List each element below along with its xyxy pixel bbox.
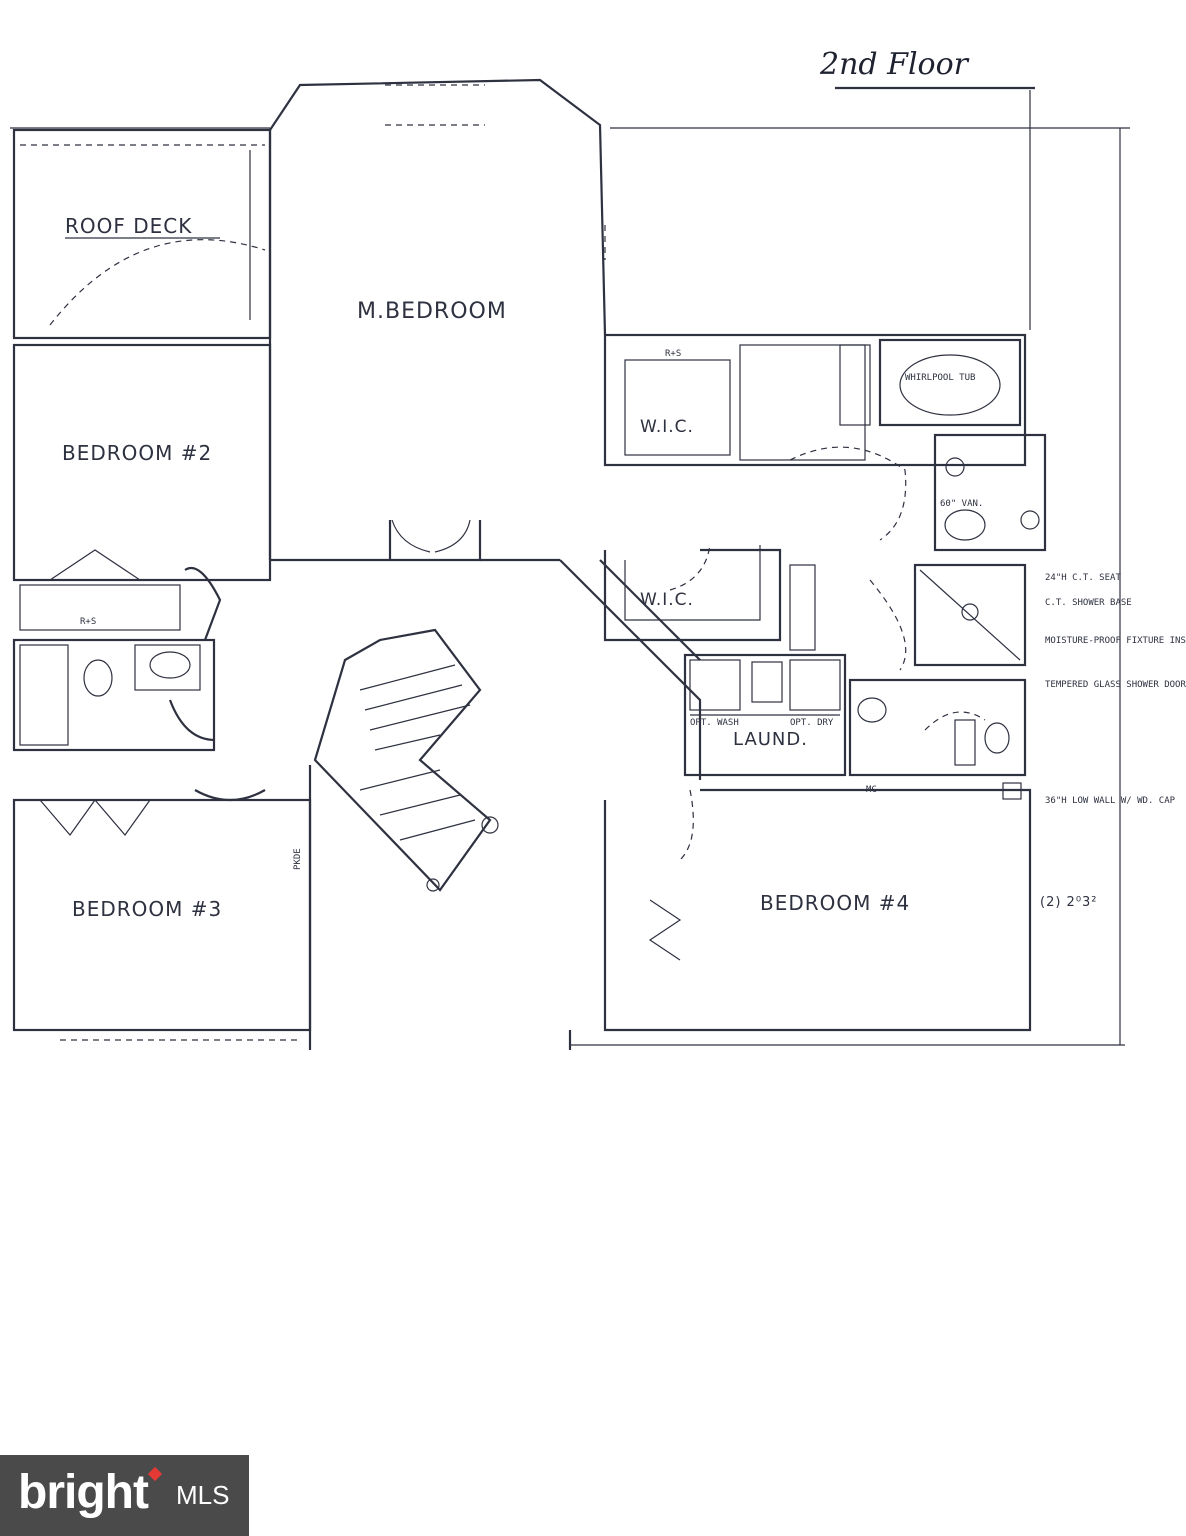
low-wall-note: 36"H LOW WALL W/ WD. CAP <box>1045 796 1176 806</box>
logo-brand-text: bright <box>18 1466 149 1519</box>
wash-note: OPT. WASH <box>690 718 739 728</box>
window-note: (2) 2⁰3² <box>1040 895 1098 910</box>
laundry-label: LAUND. <box>733 729 808 750</box>
mc-note: MC <box>866 785 877 795</box>
rs-note: R+S <box>80 617 96 627</box>
brand-logo: bright MLS <box>0 1455 249 1536</box>
dry-note: OPT. DRY <box>790 718 834 728</box>
logo-suffix-text: MLS <box>176 1480 230 1510</box>
ct-seat-note: 24"H C.T. SEAT <box>1045 573 1121 583</box>
bedroom-4-bath <box>848 678 1027 800</box>
rs-note-2: R+S <box>665 349 681 359</box>
logo-spark-icon <box>147 1466 163 1482</box>
wic-1-label: W.I.C. <box>640 417 694 437</box>
shower-room <box>789 563 1027 671</box>
pkde-note: PKDE <box>293 848 303 870</box>
roof-deck-label: ROOF DECK <box>65 214 192 238</box>
laundry-room <box>683 653 847 777</box>
bedroom-3-label: BEDROOM #3 <box>72 897 222 921</box>
plan-title: 2nd Floor <box>819 47 970 82</box>
whirlpool-note: WHIRLPOOL TUB <box>905 373 975 383</box>
bedroom-4-label: BEDROOM #4 <box>760 891 910 915</box>
bedroom-2-room <box>12 343 272 631</box>
ct-shower-note: C.T. SHOWER BASE <box>1045 598 1132 608</box>
master-bedroom-room <box>268 78 607 562</box>
wic-2-room <box>603 544 782 642</box>
stair-hall <box>168 559 702 892</box>
master-bath-complex <box>603 333 1047 552</box>
vanity-note: 60" VAN. <box>940 499 983 509</box>
tempered-note: TEMPERED GLASS SHOWER DOOR <box>1045 680 1186 690</box>
hall-bath-room <box>12 638 216 752</box>
bedroom-4-room <box>568 788 1125 1050</box>
moisture-note: MOISTURE-PROOF FIXTURE INSTALL <box>1045 636 1186 646</box>
master-bedroom-label: M.BEDROOM <box>357 299 507 324</box>
bedroom-2-label: BEDROOM #2 <box>62 441 212 465</box>
bedroom-3-room <box>12 765 312 1050</box>
wic-2-label: W.I.C. <box>640 590 694 610</box>
